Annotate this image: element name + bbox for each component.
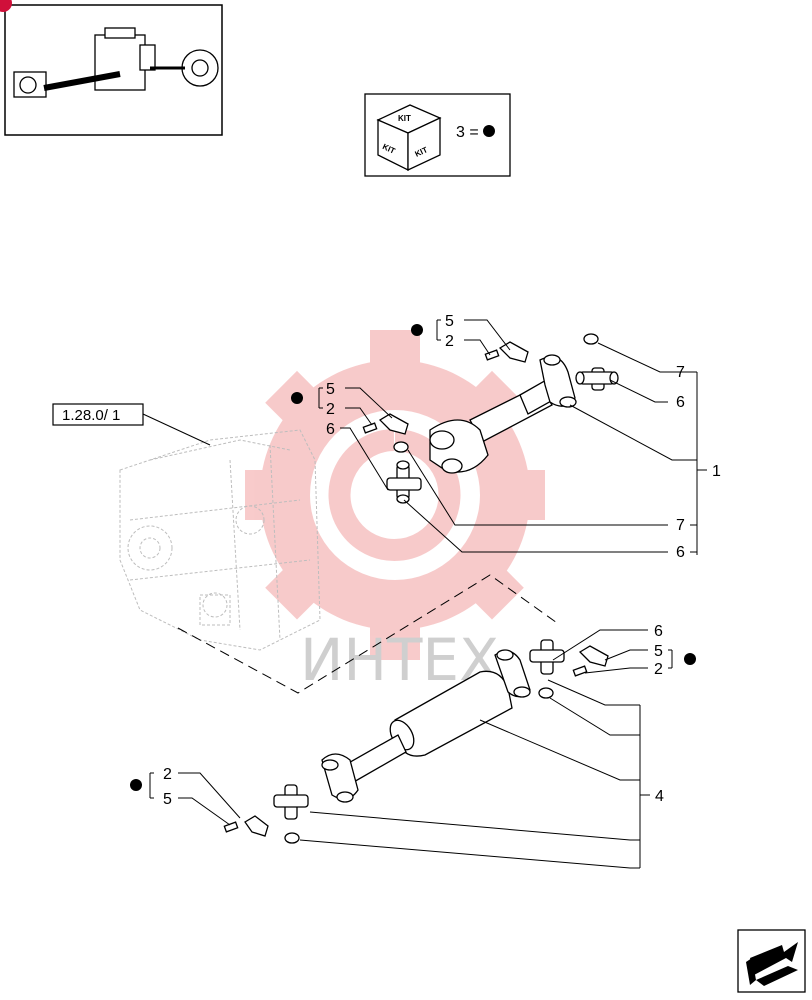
snap-ring-middle-icon <box>393 441 409 453</box>
kit-label-top: KIT <box>398 114 411 123</box>
kit-dot-top-icon <box>411 324 423 336</box>
callout-low-5: 5 <box>654 643 663 660</box>
corner-marker-icon <box>0 0 12 12</box>
kit-equation: 3 = <box>456 124 479 141</box>
callout-right-6a: 6 <box>676 394 685 411</box>
snap-ring-lower-right-icon <box>538 687 554 699</box>
thumbnail-transmission-icon <box>13 27 219 98</box>
kit-dot-middle-icon <box>291 392 303 404</box>
lower-drive-shaft <box>321 649 531 803</box>
kit-box-icon <box>376 104 442 172</box>
kit-dot-icon <box>483 125 495 137</box>
snap-ring-lower-left-icon <box>284 832 300 844</box>
universal-joint-cross-lower-left-icon <box>273 784 309 820</box>
callout-mid-5: 5 <box>326 381 335 398</box>
clip-upper-icon <box>484 341 529 363</box>
callout-right-7a: 7 <box>676 364 685 381</box>
leader-lines <box>142 319 707 869</box>
reference-box[interactable]: 1.28.0/ 1 <box>52 403 144 426</box>
kit-legend: KIT KIT KIT 3 = <box>364 93 511 177</box>
clip-lower-left-icon <box>223 815 269 837</box>
kit-dot-lower-left-icon <box>130 779 142 791</box>
callout-right-6b: 6 <box>676 544 685 561</box>
callout-top-5: 5 <box>445 313 454 330</box>
callout-assembly-4: 4 <box>655 788 664 805</box>
next-arrow-icon <box>746 942 798 986</box>
callout-top-2: 2 <box>445 333 454 350</box>
thumbnail-frame <box>0 0 223 136</box>
snap-ring-upper-right-icon <box>583 333 599 345</box>
callout-low-6: 6 <box>654 623 663 640</box>
universal-joint-cross-upper-right-icon <box>575 367 619 391</box>
next-page-button[interactable] <box>737 929 806 993</box>
callout-mid-6: 6 <box>326 421 335 438</box>
clip-lower-right-icon <box>572 645 609 677</box>
upper-drive-shaft <box>429 354 577 474</box>
callout-left-2: 2 <box>163 766 172 783</box>
universal-joint-cross-lower-right-icon <box>529 639 565 675</box>
kit-dot-lower-right-icon <box>684 653 696 665</box>
watermark-gear <box>245 330 545 660</box>
callout-right-7b: 7 <box>676 517 685 534</box>
callout-left-5: 5 <box>163 791 172 808</box>
callout-low-2: 2 <box>654 661 663 678</box>
callout-mid-2: 2 <box>326 401 335 418</box>
universal-joint-cross-middle-icon <box>386 460 422 504</box>
ghost-transmission <box>119 429 321 651</box>
alignment-dashed-line <box>177 574 561 694</box>
reference-label: 1.28.0/ 1 <box>62 407 120 424</box>
callout-assembly-1: 1 <box>712 463 721 480</box>
